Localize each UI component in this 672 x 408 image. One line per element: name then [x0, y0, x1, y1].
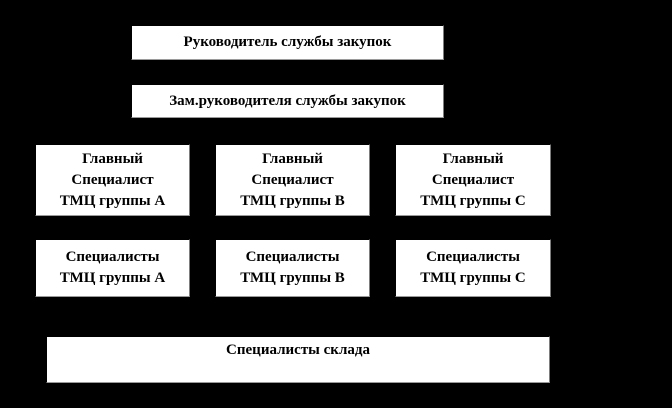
org-box-label-line: ТМЦ группы С	[420, 270, 526, 286]
org-box-specialists-group-a: Специалисты ТМЦ группы А	[35, 239, 190, 297]
org-box-deputy-head: Зам.руководителя службы закупок	[131, 84, 444, 118]
org-box-label-line: Главный	[442, 150, 504, 167]
org-box-label: Руководитель службы закупок	[183, 34, 392, 50]
org-box-specialists-group-c: Специалисты ТМЦ группы С	[395, 239, 551, 297]
org-box-label-line: Главный	[262, 150, 323, 167]
org-box-label-line: Специалист	[431, 171, 515, 188]
org-box-label-line: ТМЦ группы А	[59, 270, 166, 286]
org-box-label-line: ТМЦ группы В	[240, 192, 345, 209]
org-box-specialists-group-b: Специалисты ТМЦ группы В	[215, 239, 370, 297]
org-box-label-line: ТМЦ группы А	[59, 192, 166, 209]
org-box-chief-specialist-group-c: Главный Специалист ТМЦ группы С	[395, 144, 551, 216]
org-box-label-line: Специалисты	[245, 249, 340, 265]
org-box-label-line: Специалисты	[65, 249, 160, 265]
org-box-label: Специалисты склада	[226, 342, 370, 358]
org-box-label-line: ТМЦ группы С	[420, 192, 526, 209]
org-box-label-line: Специалист	[71, 171, 154, 188]
org-box-warehouse-specialists: Специалисты склада	[46, 336, 550, 383]
org-box-label-line: ТМЦ группы В	[240, 270, 345, 286]
org-box-chief-specialist-group-a: Главный Специалист ТМЦ группы А	[35, 144, 190, 216]
org-box-head-of-procurement: Руководитель службы закупок	[131, 25, 444, 60]
org-box-label: Зам.руководителя службы закупок	[169, 92, 406, 109]
org-box-label-line: Специалисты	[426, 249, 520, 265]
org-box-label-line: Специалист	[251, 171, 334, 188]
org-box-chief-specialist-group-b: Главный Специалист ТМЦ группы В	[215, 144, 370, 216]
org-box-label-line: Главный	[82, 150, 143, 167]
